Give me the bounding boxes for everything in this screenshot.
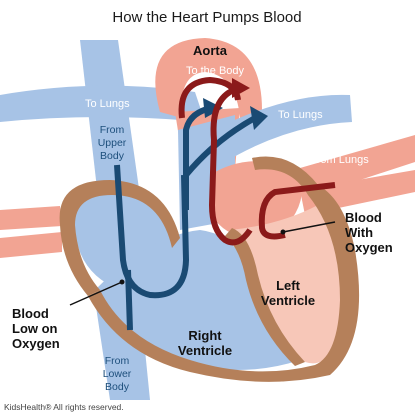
- credit-text: KidsHealth® All rights reserved.: [4, 402, 124, 412]
- label-blood-with-oxygen-line2: With: [345, 225, 373, 240]
- pulmonary-vein-upper: [300, 135, 415, 198]
- oxy-arrow-lungs: [258, 182, 336, 240]
- label-blood-with-oxygen-line1: Blood: [345, 210, 382, 225]
- deoxy-arrowhead-right: [250, 106, 268, 130]
- heart-muscle-outer: [88, 156, 360, 382]
- pulmonary-vein-left-1: [0, 206, 62, 230]
- label-right-ventricle-line1: Right: [188, 328, 222, 343]
- left-atrium: [210, 161, 303, 238]
- label-blood-low-oxygen-line1: Blood: [12, 306, 49, 321]
- diagram-title: How the Heart Pumps Blood: [112, 9, 301, 26]
- deoxy-arrowhead-left: [203, 98, 223, 118]
- label-blood-low-oxygen-line2: Low on: [12, 321, 58, 336]
- right-ventricle: [95, 230, 300, 370]
- label-right-ventricle-line2: Ventricle: [178, 343, 232, 358]
- label-blood-with-oxygen-line3: Oxygen: [345, 240, 393, 255]
- left-ventricle: [230, 205, 343, 364]
- deoxy-arrow-branch-right: [183, 115, 257, 177]
- label-from-upper-body-line3: Body: [100, 150, 125, 162]
- pulmonary-artery-left: [0, 85, 205, 122]
- callout-dot-blood-with-oxygen: [280, 229, 286, 235]
- callout-line-blood-with-oxygen: [282, 221, 336, 233]
- oxy-arrow-aorta-loop: [178, 76, 241, 119]
- heart-muscle-wall: [59, 180, 181, 296]
- callout-dot-blood-low-oxygen: [119, 279, 125, 285]
- label-from-lower-body-line2: Lower: [103, 368, 132, 380]
- deoxy-arrow-lower: [125, 269, 133, 331]
- label-left-ventricle-line1: Left: [276, 278, 301, 293]
- oxy-arrow-ventricle: [208, 85, 253, 246]
- septum: [225, 228, 305, 366]
- label-to-lungs-left: To Lungs: [85, 98, 130, 110]
- label-blood-low-oxygen-line3: Oxygen: [12, 336, 60, 351]
- label-from-upper-body-line1: From: [100, 124, 125, 136]
- label-from-lower-body-line3: Body: [105, 381, 130, 393]
- label-from-lower-body-line1: From: [105, 355, 130, 367]
- superior-vena-cava: [80, 40, 142, 215]
- label-left-ventricle-line2: Ventricle: [261, 293, 315, 308]
- callout-line-blood-low-oxygen: [69, 281, 123, 306]
- label-to-the-body: To the Body: [186, 65, 245, 77]
- label-from-upper-body-line2: Upper: [98, 137, 127, 149]
- label-aorta: Aorta: [193, 43, 228, 58]
- label-from-lungs: From Lungs: [310, 154, 369, 166]
- label-to-lungs-right: To Lungs: [278, 109, 323, 121]
- pulmonary-vein-left-2: [0, 232, 62, 258]
